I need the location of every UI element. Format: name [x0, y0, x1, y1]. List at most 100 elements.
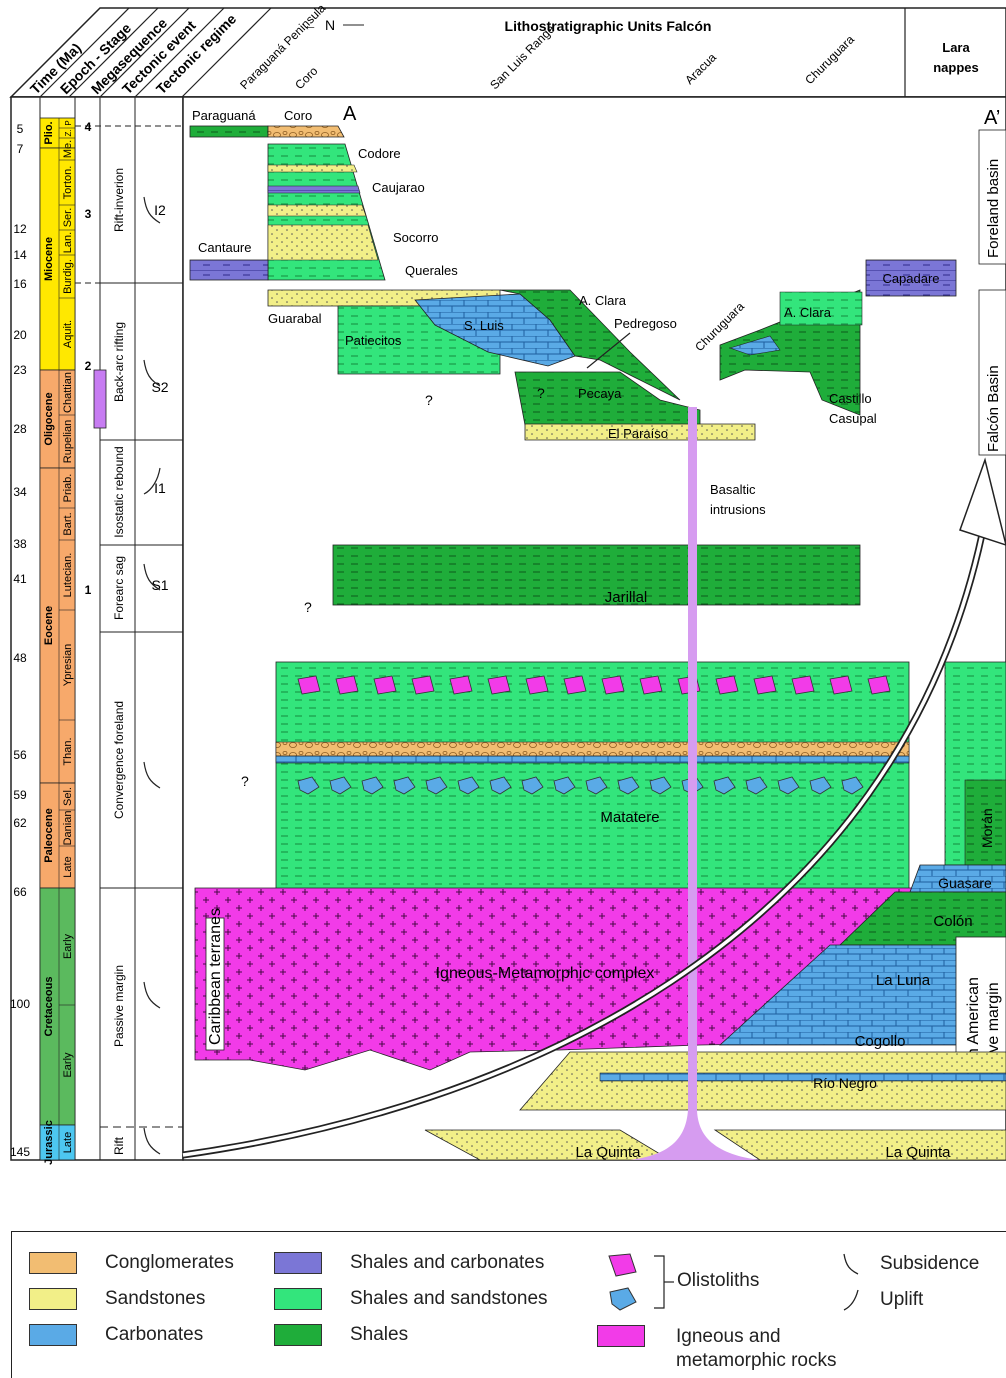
header: Time (Ma) Epoch - Stage Megasequence Tec… — [11, 1, 1006, 97]
unit-pecaya: Pecaya — [578, 386, 622, 401]
time-tick: 14 — [13, 248, 27, 262]
megasequence-label: 2 — [85, 359, 92, 373]
legend-label: metamorphic rocks — [676, 1350, 837, 1372]
back-arc-marker — [94, 370, 106, 428]
swatch-shales-sandstones — [274, 1288, 322, 1310]
legend-shales-sandstones: Shales and sandstones — [274, 1288, 548, 1310]
swatch-carbonates — [29, 1324, 77, 1346]
time-tick: 34 — [13, 485, 27, 499]
legend-conglomerates: Conglomerates — [29, 1252, 234, 1274]
jarillal-shales — [333, 545, 860, 605]
unit-guarabal: Guarabal — [268, 311, 322, 326]
olistolith-igneous — [526, 676, 548, 694]
olistolith-igneous — [640, 676, 662, 694]
legend-label: Shales and sandstones — [350, 1288, 548, 1310]
tectonic-event-label: Isostatic rebound — [112, 446, 126, 537]
unit-cantaure: Cantaure — [198, 240, 251, 255]
legend-label: Shales and carbonates — [350, 1252, 544, 1274]
uplift-arrow-icon — [840, 1288, 862, 1312]
tectonic-event-label: Back-arc rifting — [112, 322, 126, 402]
olistolith-igneous — [336, 676, 358, 694]
legend-label: Igneous and — [676, 1326, 781, 1348]
unit-paraguana: Paraguaná — [192, 108, 256, 123]
stage-label: Z. — [64, 129, 73, 136]
caujarao-carbonates — [268, 186, 360, 193]
unit-codore: Codore — [358, 146, 401, 161]
olistolith-igneous — [792, 676, 814, 694]
paraguana-shales — [190, 126, 268, 137]
tectonic-event-label: Rift — [112, 1136, 126, 1155]
unit-san-luis: S. Luis — [464, 318, 504, 333]
unit-pedregoso: Pedregoso — [614, 316, 677, 331]
stage-label: Sel. — [62, 787, 74, 806]
unit-la-quinta-1: La Quinta — [575, 1144, 641, 1161]
unit-jarillal: Jarillal — [605, 589, 648, 606]
swatch-shales — [274, 1324, 322, 1346]
stage-label: Rupelian — [62, 420, 74, 463]
time-tick: 59 — [13, 788, 27, 802]
unit-caujarao: Caujarao — [372, 180, 425, 195]
lara-label-2: nappes — [933, 60, 979, 75]
time-tick: 38 — [13, 537, 27, 551]
epoch-label: Paleocene — [43, 808, 55, 862]
time-columns: Plio.MioceneOligoceneEocenePaleoceneCret… — [10, 97, 183, 1165]
megasequence-label: 4 — [85, 120, 92, 134]
cantaure-shales-carbonates — [190, 260, 268, 280]
socorro-sandstones — [268, 225, 378, 260]
legend-label: Sandstones — [105, 1288, 205, 1310]
time-tick: 41 — [13, 572, 27, 586]
time-tick: 48 — [13, 651, 27, 665]
olistolith-igneous — [450, 676, 472, 694]
epoch-label: Eocene — [43, 606, 55, 645]
olistolith-igneous — [412, 676, 434, 694]
olistolith-igneous — [716, 676, 738, 694]
stage-label: Bart. — [62, 512, 74, 535]
legend-label: Conglomerates — [105, 1252, 234, 1274]
stage-label: Late — [62, 1132, 74, 1153]
unit-agua-clara-1: A. Clara — [579, 293, 627, 308]
time-tick: 28 — [13, 422, 27, 436]
olistolith-igneous — [374, 676, 396, 694]
legend-shales-carbonates: Shales and carbonates — [274, 1252, 544, 1274]
epoch-label: Miocene — [43, 237, 55, 281]
unit-basaltic-1: Basaltic — [710, 482, 756, 497]
tectonic-event-label: Forearc sag — [112, 556, 126, 620]
epoch-label: Cretaceous — [43, 977, 55, 1037]
swatch-conglomerates — [29, 1252, 77, 1274]
caujarao-sand-1 — [268, 165, 357, 172]
olistolith-igneous — [488, 676, 510, 694]
north-arrow-label: N — [325, 17, 335, 33]
stage-label: Lutecian. — [62, 553, 74, 598]
coro-conglomerates — [268, 126, 344, 137]
olistolith-carbonate-icon — [606, 1286, 640, 1312]
unit-guasare: Guasare — [938, 875, 992, 891]
stage-label: Early — [62, 1052, 74, 1078]
tectonic-event-label: Convergence foreland — [112, 701, 126, 819]
unit-la-quinta-2: La Quinta — [885, 1144, 951, 1161]
regime-label: I1 — [154, 480, 166, 496]
tectonic-event-label: Passive margin — [112, 965, 126, 1047]
time-tick: 12 — [13, 222, 27, 236]
stage-label: Lan. — [62, 232, 74, 253]
time-tick: 66 — [13, 885, 27, 899]
stage-label: Chattian — [62, 372, 74, 413]
diagram-canvas: Time (Ma) Epoch - Stage Megasequence Tec… — [0, 0, 1006, 1232]
stage-label: Ser. — [62, 208, 74, 228]
unit-el-paraiso: El Paraíso — [608, 426, 668, 441]
cross-section: Paraguaná Coro A A’ Codore Caujarao Soco… — [183, 97, 1006, 1161]
stage-label: Torton. — [62, 166, 74, 200]
legend: Conglomerates Sandstones Carbonates Shal… — [11, 1231, 1006, 1378]
time-tick: 23 — [13, 363, 27, 377]
subsidence-arrow-icon — [840, 1252, 862, 1276]
question-mark-1: ? — [425, 392, 433, 408]
legend-sandstones: Sandstones — [29, 1288, 205, 1310]
unit-socorro: Socorro — [393, 230, 439, 245]
legend-igneous-swatch — [597, 1325, 645, 1347]
time-tick: 5 — [17, 122, 24, 136]
stage-label: Priab. — [62, 474, 74, 503]
unit-falcon-basin: Falcón Basin — [985, 365, 1002, 452]
stage-label: Than. — [62, 737, 74, 765]
olistolith-igneous — [830, 676, 852, 694]
megasequence-label: 3 — [85, 207, 92, 221]
